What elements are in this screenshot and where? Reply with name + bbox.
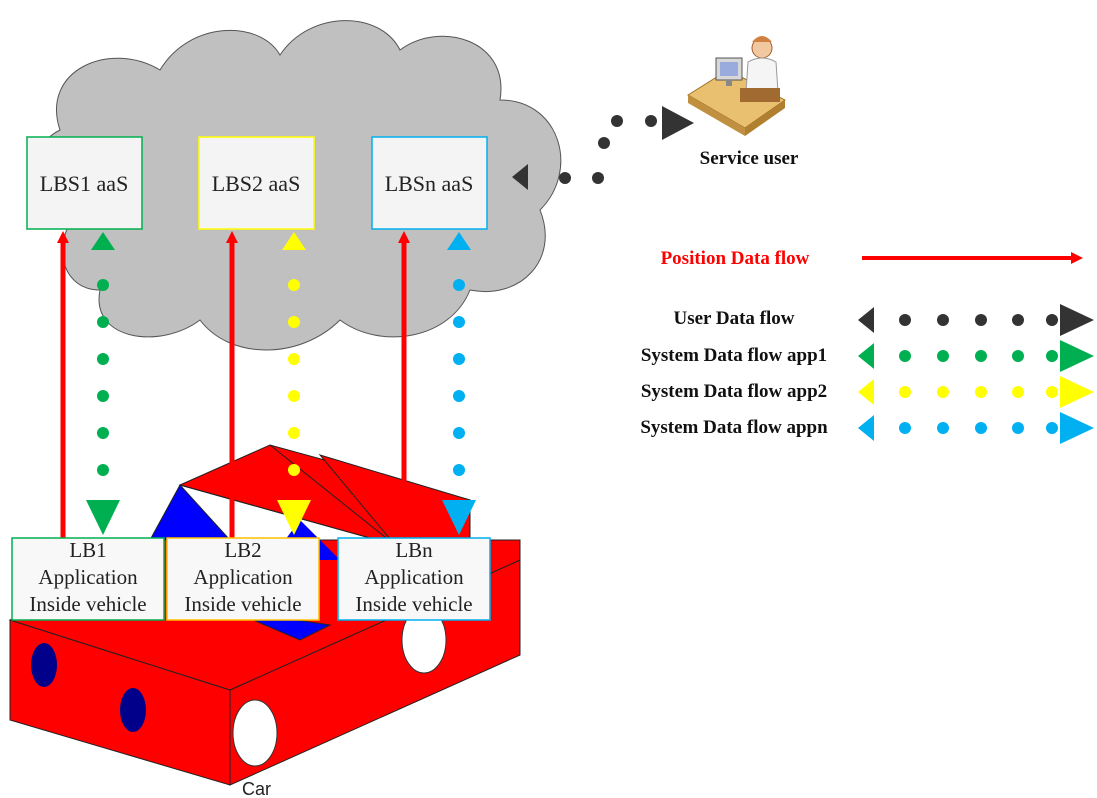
legend-app2-flow-label: System Data flow app2 bbox=[641, 381, 827, 402]
legend-flow-dot bbox=[1012, 350, 1024, 362]
app-box-2-line3: Inside vehicle bbox=[184, 592, 301, 616]
flow-arrowhead-up bbox=[91, 232, 115, 250]
legend-arrowhead-left bbox=[858, 379, 874, 405]
legend-flow-dot bbox=[899, 386, 911, 398]
legend-app1-flow-label: System Data flow app1 bbox=[641, 345, 827, 366]
car-wheel-front bbox=[232, 699, 278, 767]
legend-flow-samples bbox=[858, 304, 1094, 444]
flow-dot bbox=[97, 427, 109, 439]
service-box-2: LBS2 aaS bbox=[198, 136, 315, 230]
app-box-1-line2: Application bbox=[38, 565, 138, 589]
legend-flow-dot bbox=[937, 314, 949, 326]
legend-flow-dot bbox=[975, 422, 987, 434]
app-box-n-line1: LBn bbox=[395, 538, 433, 562]
legend-flow-dot bbox=[975, 350, 987, 362]
service-box-1-label: LBS1 aaS bbox=[40, 171, 129, 196]
flow-dot bbox=[453, 427, 465, 439]
legend-arrowhead-left bbox=[858, 415, 874, 441]
legend-arrowhead-right bbox=[1060, 412, 1094, 444]
legend-user-flow-label: User Data flow bbox=[673, 308, 794, 329]
legend-flow-dot bbox=[1046, 350, 1058, 362]
service-user-icon: Service user bbox=[687, 36, 799, 169]
legend-appn-flow-label: System Data flow appn bbox=[640, 417, 828, 438]
app-box-n: LBn Application Inside vehicle bbox=[337, 537, 491, 621]
legend-arrowhead-left bbox=[858, 343, 874, 369]
legend-position-label: Position Data flow bbox=[661, 248, 810, 269]
flow-dot bbox=[288, 279, 300, 291]
legend: Position Data flow User Data flow System… bbox=[640, 248, 1094, 444]
legend-flow-dot bbox=[1012, 314, 1024, 326]
legend-flow-dot bbox=[937, 350, 949, 362]
app-box-1-line1: LB1 bbox=[69, 538, 106, 562]
flow-arrowhead-down bbox=[277, 500, 311, 535]
flow-dot bbox=[453, 390, 465, 402]
flow-dot bbox=[288, 390, 300, 402]
flow-arrowhead-up bbox=[447, 232, 471, 250]
app-box-1-line3: Inside vehicle bbox=[29, 592, 146, 616]
flow-dot bbox=[288, 316, 300, 328]
app-box-2-line2: Application bbox=[193, 565, 293, 589]
app-box-1: LB1 Application Inside vehicle bbox=[11, 537, 165, 621]
car-label: Car bbox=[242, 779, 271, 798]
flow-arrowhead-down bbox=[442, 500, 476, 535]
system-flow-appn bbox=[442, 232, 476, 535]
car-headlight-left bbox=[31, 643, 57, 687]
legend-arrowhead-right bbox=[1060, 376, 1094, 408]
app-box-n-line3: Inside vehicle bbox=[355, 592, 472, 616]
legend-arrowhead-right bbox=[1060, 304, 1094, 336]
service-user-label: Service user bbox=[700, 148, 799, 169]
legend-arrowhead-right bbox=[1060, 340, 1094, 372]
service-box-2-label: LBS2 aaS bbox=[212, 171, 301, 196]
legend-flow-dot bbox=[975, 314, 987, 326]
service-box-n: LBSn aaS bbox=[371, 136, 488, 230]
flow-dot bbox=[288, 427, 300, 439]
service-box-1: LBS1 aaS bbox=[26, 136, 143, 230]
car: Car bbox=[8, 444, 521, 798]
app-box-2-line1: LB2 bbox=[224, 538, 261, 562]
car-headlight-right bbox=[120, 688, 146, 732]
flow-dot bbox=[453, 353, 465, 365]
legend-flow-dot bbox=[937, 386, 949, 398]
legend-flow-dot bbox=[1046, 422, 1058, 434]
system-flow-app1 bbox=[86, 232, 120, 535]
flow-dot bbox=[97, 279, 109, 291]
legend-flow-dot bbox=[899, 314, 911, 326]
flow-dot bbox=[97, 464, 109, 476]
legend-flow-dot bbox=[1046, 314, 1058, 326]
legend-flow-dot bbox=[1012, 386, 1024, 398]
legend-flow-dot bbox=[937, 422, 949, 434]
system-flow-app2 bbox=[277, 232, 311, 535]
service-box-n-label: LBSn aaS bbox=[385, 171, 474, 196]
flow-dot bbox=[288, 353, 300, 365]
legend-arrowhead-left bbox=[858, 307, 874, 333]
legend-flow-dot bbox=[1012, 422, 1024, 434]
flow-dot bbox=[453, 279, 465, 291]
flow-dot bbox=[97, 316, 109, 328]
legend-flow-dot bbox=[1046, 386, 1058, 398]
flow-dot bbox=[97, 353, 109, 365]
app-box-2: LB2 Application Inside vehicle bbox=[166, 537, 320, 621]
app-box-n-line2: Application bbox=[364, 565, 464, 589]
flow-dot bbox=[453, 464, 465, 476]
flow-arrowhead-up bbox=[282, 232, 306, 250]
flow-arrowhead-down bbox=[86, 500, 120, 535]
legend-flow-dot bbox=[899, 350, 911, 362]
flow-dot bbox=[453, 316, 465, 328]
legend-flow-dot bbox=[899, 422, 911, 434]
user-flow-arrowhead-right bbox=[662, 106, 694, 140]
legend-flow-dot bbox=[975, 386, 987, 398]
flow-dot bbox=[97, 390, 109, 402]
user-data-flow-curve bbox=[512, 106, 694, 190]
flow-dot bbox=[288, 464, 300, 476]
user-flow-arrowhead-left bbox=[512, 164, 528, 190]
